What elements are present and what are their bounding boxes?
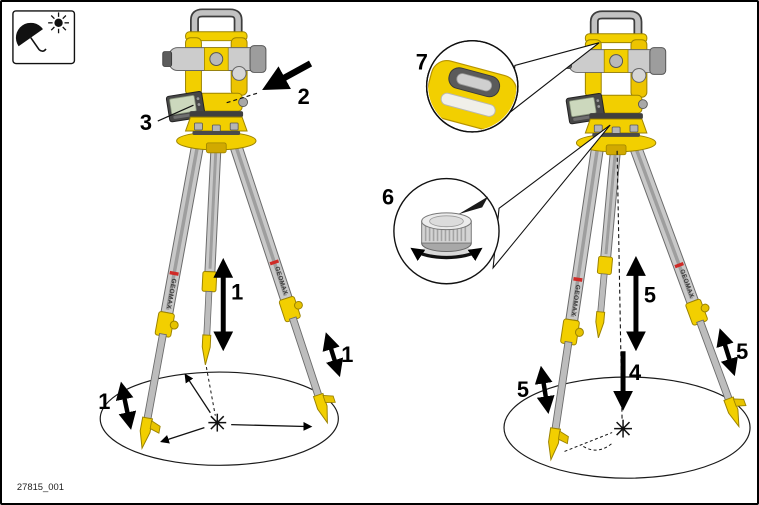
rotate-arrow	[410, 247, 483, 261]
ground-point-star	[613, 418, 633, 439]
adjust-arrow-left	[534, 365, 555, 415]
right-illustration: 5 5 5 4	[503, 15, 754, 479]
handle-detail-inset	[425, 39, 519, 133]
tripod-right-leg	[224, 134, 343, 427]
display-leader-line	[157, 104, 194, 122]
step-1-label-left: 1	[98, 389, 110, 414]
extend-arrow-right	[322, 332, 344, 378]
tripod-back-leg	[196, 139, 225, 367]
step-7-label: 7	[416, 49, 428, 74]
knob-ribs	[424, 222, 467, 242]
step-5-label-right: 5	[736, 339, 748, 364]
ground-ellipse	[99, 371, 339, 466]
step-6-label: 6	[382, 184, 394, 209]
step-5-label-center: 5	[644, 283, 656, 308]
total-station	[563, 15, 666, 137]
step-4-label: 4	[629, 360, 642, 385]
place-instrument-arrow	[262, 60, 313, 91]
ground-point-star	[207, 412, 227, 433]
place-instrument-dash	[225, 92, 258, 104]
footscrew-detail-inset	[393, 177, 500, 285]
tripod-left-leg	[132, 137, 214, 453]
ground-dashed-line	[564, 432, 613, 452]
umbrella-icon	[15, 22, 47, 52]
step-5-label-left: 5	[517, 377, 529, 402]
step-2-label: 2	[298, 84, 310, 109]
centering-arrows	[160, 373, 313, 444]
plumb-dashed-line	[205, 366, 216, 416]
figure-id: 27815_001	[17, 481, 64, 492]
step-1-label-right: 1	[341, 342, 353, 367]
ground-ellipse	[503, 376, 751, 479]
tripod-head-plate	[176, 131, 257, 154]
step-3-label: 3	[140, 110, 152, 135]
extend-arrow-left	[115, 381, 137, 430]
step-1-label-center: 1	[231, 280, 243, 305]
sun-shade-icon-box	[12, 10, 76, 65]
angle-arc	[583, 442, 614, 451]
adjust-arrow-right	[716, 328, 738, 377]
sun-icon	[48, 12, 69, 34]
left-illustration: 3 2 1 1 1	[98, 13, 353, 466]
total-station	[163, 13, 266, 135]
